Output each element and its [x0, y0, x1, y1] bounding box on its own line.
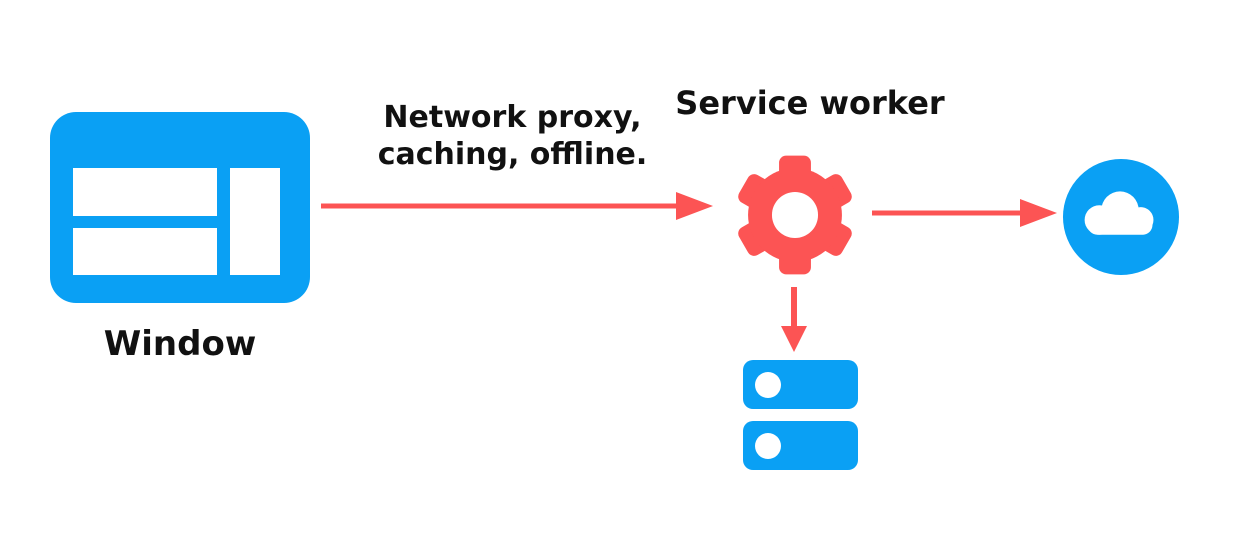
storage-icon: [743, 360, 858, 482]
storage-disk-bottom: [743, 421, 858, 470]
storage-disk-top: [743, 360, 858, 409]
browser-window-icon: [50, 112, 310, 303]
arrow-service-worker-to-cache: [781, 287, 807, 352]
window-content-pane-bottom: [73, 228, 217, 275]
arrow-window-to-service-worker: [321, 192, 713, 220]
disk-indicator-dot: [755, 371, 781, 398]
gear-icon: [738, 155, 852, 275]
window-content-pane-top: [73, 168, 217, 216]
window-sidebar-pane: [230, 168, 280, 275]
arrow-service-worker-to-network: [872, 199, 1057, 227]
disk-indicator-dot: [755, 432, 781, 459]
edge-label-network-proxy: Network proxy, caching, offline.: [377, 100, 648, 172]
window-label: Window: [103, 324, 257, 364]
service-worker-label: Service worker: [675, 84, 945, 122]
cloud-icon: [1062, 158, 1180, 276]
